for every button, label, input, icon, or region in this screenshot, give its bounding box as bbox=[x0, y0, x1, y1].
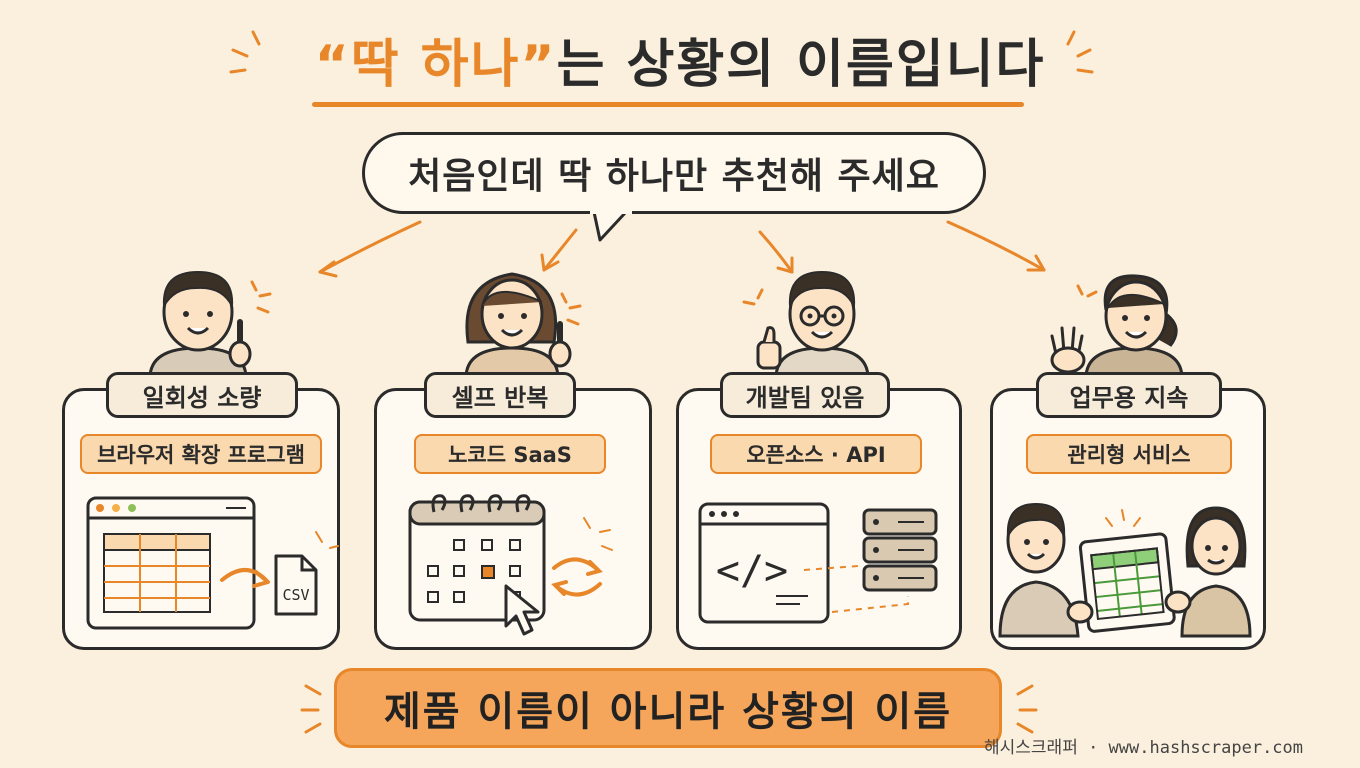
arrows bbox=[318, 220, 1046, 278]
repeat-icon bbox=[551, 557, 603, 597]
summary-banner: 제품 이름이 아니라 상황의 이름 bbox=[334, 668, 1002, 748]
code-window-icon bbox=[698, 502, 830, 624]
person-1-sparkle bbox=[250, 280, 272, 314]
window-dot-green-icon bbox=[128, 504, 136, 512]
arrow-4 bbox=[946, 220, 1046, 272]
tool-label-4: 관리형 서비스 bbox=[1026, 434, 1232, 474]
window-dot-red-icon bbox=[96, 504, 104, 512]
window-dot-yellow-icon bbox=[112, 504, 120, 512]
tool-label-3: 오픈소스 · API bbox=[710, 434, 922, 474]
person-3-sparkle bbox=[742, 288, 764, 306]
wave-hand-icon bbox=[1050, 326, 1084, 358]
code-brackets-icon: </> bbox=[716, 548, 788, 594]
person-2-avatar bbox=[464, 272, 572, 380]
situation-label-1: 일회성 소량 bbox=[106, 372, 298, 418]
speech-bubble: 처음인데 딱 하나만 추천해 주세요 bbox=[362, 132, 986, 214]
arrow-2-head bbox=[540, 253, 560, 272]
title-accent: “딱 하나” bbox=[314, 35, 557, 95]
calendar-highlight-day bbox=[481, 565, 495, 579]
csv-label: CSV bbox=[282, 586, 309, 604]
arrow-1-head bbox=[318, 260, 338, 278]
situation-label-3: 개발팀 있음 bbox=[720, 372, 890, 418]
arrow-2 bbox=[542, 228, 578, 272]
person-1-avatar bbox=[148, 270, 252, 380]
title-sparkle-right bbox=[1066, 30, 1094, 74]
title-rest: 는 상황의 이름입니다 bbox=[556, 35, 1046, 95]
person-4-sparkle bbox=[1076, 284, 1098, 298]
arrow-4-head bbox=[1026, 254, 1046, 272]
person-3-avatar bbox=[756, 270, 870, 380]
speech-bubble-tail bbox=[590, 208, 632, 242]
arrow-3-head bbox=[776, 256, 794, 274]
thumbs-up-icon bbox=[756, 340, 782, 370]
title-underline bbox=[312, 102, 1024, 107]
banner-sparkle-right bbox=[1016, 684, 1038, 734]
situation-label-2: 셀프 반복 bbox=[424, 372, 576, 418]
footer-credit: 해시스크래퍼 · www.hashscraper.com bbox=[984, 738, 1304, 758]
browser-spreadsheet-illustration: CSV bbox=[86, 496, 339, 630]
person-4-avatar bbox=[1050, 274, 1184, 380]
team-sheet-illustration bbox=[998, 502, 1252, 638]
arrow-1 bbox=[318, 220, 422, 274]
calendar-cursor-illustration bbox=[408, 494, 613, 636]
spreadsheet-board-icon bbox=[1078, 532, 1176, 633]
code-server-illustration: </> bbox=[698, 502, 938, 624]
cursor-icon bbox=[504, 584, 540, 636]
csv-file-icon bbox=[274, 554, 318, 616]
arrow-3 bbox=[758, 230, 794, 274]
page-title: “딱 하나”는 상황의 이름입니다 bbox=[0, 22, 1360, 97]
situation-label-4: 업무용 지속 bbox=[1036, 372, 1222, 418]
title-sparkle-left bbox=[229, 30, 261, 74]
person-2-sparkle bbox=[560, 292, 582, 326]
tool-label-2: 노코드 SaaS bbox=[414, 434, 606, 474]
banner-sparkle-left bbox=[300, 684, 322, 734]
tool-label-1: 브라우저 확장 프로그램 bbox=[80, 434, 322, 474]
